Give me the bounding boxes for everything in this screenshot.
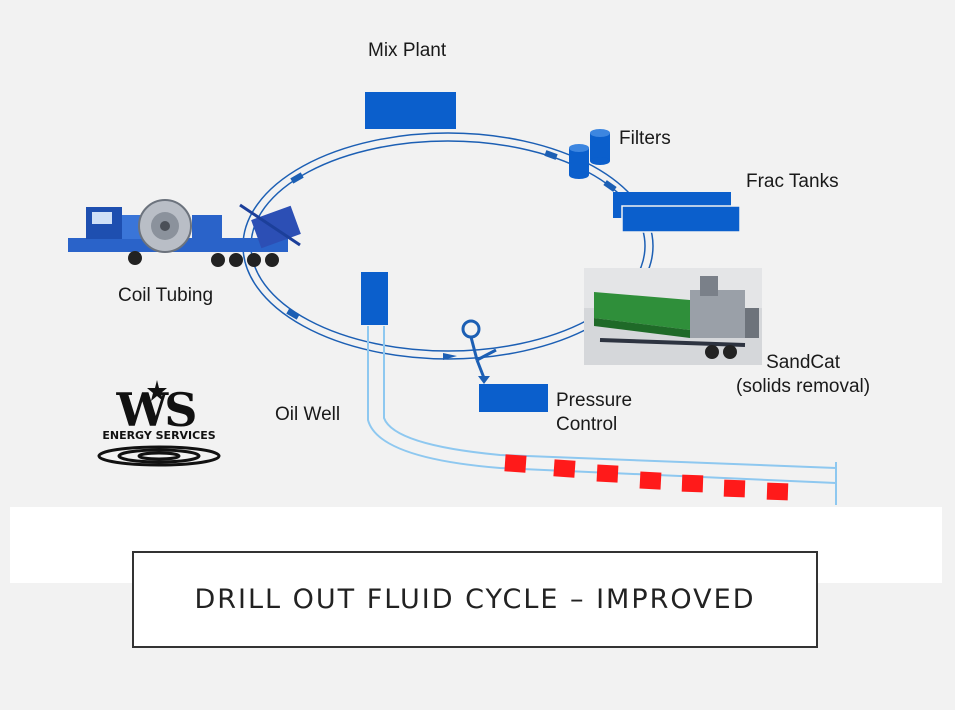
lateral-plugs	[504, 454, 789, 501]
flow-arrow	[544, 150, 558, 160]
plug	[504, 454, 527, 473]
oil-well	[361, 272, 837, 505]
flow-arrow	[286, 308, 300, 320]
plug	[596, 464, 619, 483]
filters-label: Filters	[619, 128, 671, 149]
flow-arrow	[603, 180, 617, 192]
sandcat-unit	[584, 268, 762, 365]
page-title: DRILL OUT FLUID CYCLE – IMPROVED	[194, 584, 756, 615]
plug	[766, 482, 789, 501]
plug	[639, 471, 662, 490]
plug	[553, 459, 576, 478]
frac-tanks	[613, 192, 741, 233]
mix-plant-block	[365, 92, 456, 129]
wellhead-block	[361, 272, 388, 325]
coil-tubing-unit	[68, 199, 301, 267]
logo-rings	[97, 445, 221, 467]
flow-arrow	[443, 353, 457, 360]
ws-energy-services-logo: WS ENERGY SERVICES	[97, 380, 221, 467]
oil-well-label: Oil Well	[275, 404, 341, 425]
flow-arrow	[290, 172, 304, 184]
mix-plant-label: Mix Plant	[368, 40, 447, 61]
pressure-control-block	[479, 384, 548, 412]
plug	[681, 474, 704, 493]
plug	[723, 479, 746, 498]
pressure-control-valve	[461, 319, 497, 384]
coil-tubing-label: Coil Tubing	[118, 285, 214, 306]
flow-arrows	[286, 150, 617, 360]
logo-caption: ENERGY SERVICES	[102, 429, 215, 442]
pressure-control-label: Pressure Control	[556, 390, 633, 435]
filters-cylinders	[569, 129, 610, 179]
frac-tanks-label: Frac Tanks	[746, 171, 839, 192]
sandcat-label: SandCat (solids removal)	[736, 352, 871, 397]
title-box: DRILL OUT FLUID CYCLE – IMPROVED	[132, 551, 818, 648]
